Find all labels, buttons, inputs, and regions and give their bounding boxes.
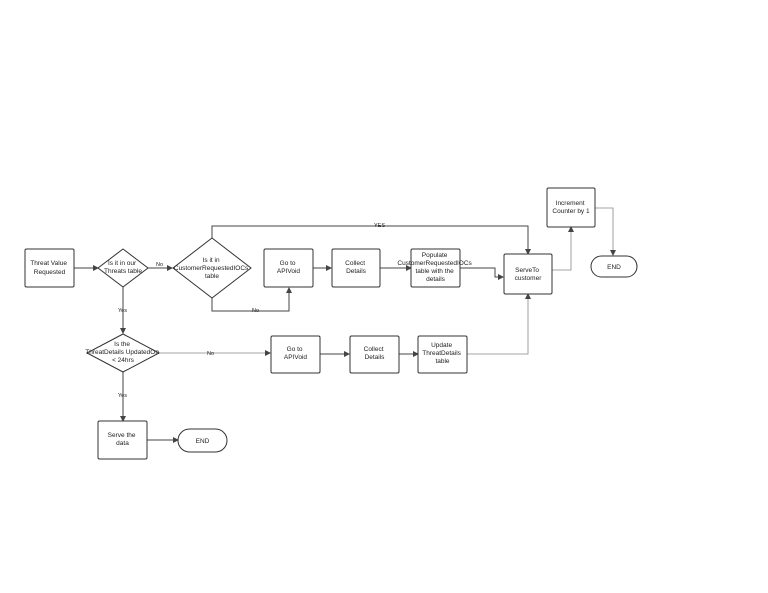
node-serve-the-data: Serve the data — [97, 420, 148, 460]
node-label: Threat Value Requested — [30, 260, 69, 276]
node-label: Go to APIVoid — [284, 346, 308, 361]
decision-in-threats-table: Is it in our Threats table — [97, 248, 149, 288]
node-label: Collect Details — [364, 346, 386, 361]
edge-label-updated-no: No — [207, 351, 214, 357]
edge-label-threats-yes: Yes — [118, 308, 127, 314]
node-label: END — [607, 264, 621, 271]
node-label: Increment Counter by 1 — [552, 200, 590, 215]
edge-label-threats-no: No — [156, 262, 163, 268]
node-label: Populate CustomerRequestedIOCs table wit… — [397, 252, 473, 283]
node-label: Update ThreatDetails table — [422, 342, 462, 365]
edges: No YES No Yes No Yes — [74, 207, 616, 443]
edge-customer-iocs-no — [211, 287, 292, 312]
terminal-end-bottom: END — [177, 428, 228, 453]
node-label: Collect Details — [345, 260, 367, 275]
node-collect-details-2: Collect Details — [349, 335, 400, 374]
node-update-threatdetails: Update ThreatDetails table — [417, 335, 468, 374]
node-label: Is the ThreatDetails UpdatedOn < 24hrs — [85, 341, 161, 364]
node-label: END — [196, 438, 210, 445]
node-threat-value-requested: Threat Value Requested — [24, 248, 75, 288]
terminal-end-top: END — [590, 255, 638, 278]
edge-populate-to-serve — [460, 267, 504, 280]
edge-serve-to-increment — [552, 226, 574, 271]
node-serve-to-customer: ServeTo customer — [503, 253, 553, 295]
edge-update-to-serve — [467, 293, 531, 355]
node-label: Is it in our Threats table — [104, 260, 142, 275]
node-populate-customer-iocs: Populate CustomerRequestedIOCs table wit… — [397, 248, 473, 288]
node-label: ServeTo customer — [515, 267, 543, 282]
node-go-to-apivoid-1: Go to APIVoid — [263, 248, 314, 288]
edge-customer-iocs-yes — [211, 225, 531, 255]
node-label: Is it in CustomerRequestedIOCs table — [174, 257, 250, 280]
edge-label-customer-iocs-no: No — [252, 308, 259, 314]
edge-label-yes-top: YES — [374, 223, 385, 229]
node-label: Go to APIVoid — [277, 260, 301, 275]
decision-in-customer-iocs: Is it in CustomerRequestedIOCs table — [172, 237, 252, 299]
node-increment-counter: Increment Counter by 1 — [546, 187, 596, 228]
node-label: Serve the data — [108, 432, 138, 447]
decision-threatdetails-updated: Is the ThreatDetails UpdatedOn < 24hrs — [85, 333, 161, 373]
edge-label-updated-yes: Yes — [118, 393, 127, 399]
node-go-to-apivoid-2: Go to APIVoid — [270, 335, 321, 374]
node-collect-details-1: Collect Details — [331, 248, 381, 288]
edge-increment-to-end — [595, 207, 616, 256]
